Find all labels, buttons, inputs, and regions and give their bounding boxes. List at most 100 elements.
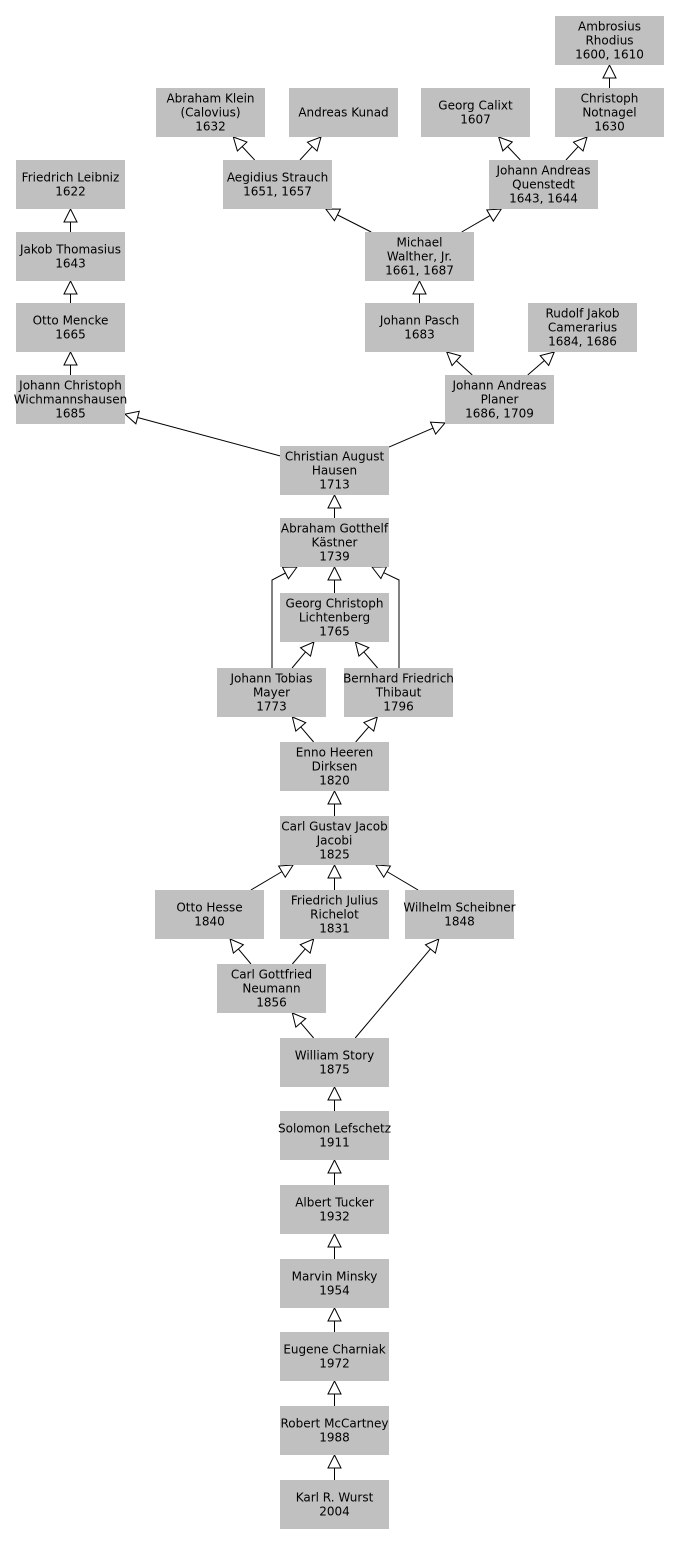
edge-mayer-to-kaestner — [271, 566, 298, 668]
node-box — [280, 890, 389, 939]
node-label-line: Wilhelm Scheibner — [403, 900, 515, 914]
node-label-line: Mayer — [253, 686, 290, 700]
arrowhead-icon — [232, 136, 248, 152]
arrowhead-icon — [277, 864, 295, 879]
node-box — [280, 1406, 389, 1455]
node-label-line: Johann Andreas — [496, 163, 591, 177]
node-box — [16, 375, 125, 424]
node-box — [289, 88, 398, 137]
node-label-line: 1651, 1657 — [243, 185, 312, 199]
node-label-line: Carl Gottfried — [231, 967, 312, 981]
arrowhead-icon — [63, 350, 78, 366]
node-label-line: Planer — [481, 393, 519, 407]
edges-layer — [63, 63, 617, 1480]
node-box — [405, 890, 514, 939]
arrowhead-icon — [123, 410, 140, 425]
node-label-line: Lichtenberg — [299, 611, 370, 625]
edge-notnagel-to-rhodius — [602, 63, 617, 88]
edge-hausen-to-wichmann — [123, 410, 281, 457]
edge-neumann-to-hesse — [229, 938, 252, 965]
edge-mencke-to-thomasius — [63, 279, 78, 303]
node-label-line: 1685 — [55, 407, 86, 421]
node-label-line: Christian August — [285, 449, 385, 463]
edge-kaestner-to-hausen — [327, 493, 342, 518]
node-box — [280, 518, 389, 567]
node-box — [280, 742, 389, 791]
node-label-line: Dirksen — [312, 760, 358, 774]
arrowhead-icon — [374, 864, 392, 879]
edge-mccartney-to-charniak — [327, 1379, 342, 1406]
node-label-line: Jakob Thomasius — [19, 242, 121, 256]
node-label-line: 1773 — [256, 700, 287, 714]
node-label-line: Abraham Klein — [166, 91, 254, 105]
node-box — [280, 1332, 389, 1381]
node-label-line: 1622 — [55, 185, 86, 199]
node-label-line: 1796 — [383, 700, 414, 714]
edge-strauch-to-klein — [232, 136, 256, 161]
node-label-line: Ambrosius — [578, 19, 641, 33]
arrowhead-icon — [572, 136, 588, 152]
arrowhead-icon — [327, 1379, 342, 1395]
node-label-line: 1954 — [319, 1284, 350, 1298]
edge-jacobi-to-dirksen — [327, 789, 342, 816]
node-label-line: 1831 — [319, 922, 350, 936]
arrowhead-icon — [539, 351, 556, 367]
node-box — [365, 303, 474, 352]
node-label-line: Richelot — [310, 908, 359, 922]
node-box — [280, 1038, 389, 1087]
node-label-line: Neumann — [242, 982, 300, 996]
node-label-line: Otto Mencke — [33, 313, 109, 327]
node-box — [223, 160, 332, 209]
arrowhead-icon — [327, 1232, 342, 1248]
node-box — [280, 1185, 389, 1234]
node-label-line: Friedrich Julius — [291, 893, 378, 907]
node-label-line: 1911 — [319, 1136, 350, 1150]
node-label-line: 1607 — [460, 113, 491, 127]
node-label-line: Christoph — [581, 91, 639, 105]
node-label-line: 2004 — [319, 1505, 350, 1519]
node-box — [217, 668, 326, 717]
arrowhead-icon — [324, 208, 342, 222]
edge-neumann-to-richelot — [291, 938, 315, 965]
node-label-line: 1600, 1610 — [575, 48, 644, 62]
node-label-line: 1856 — [256, 996, 287, 1010]
arrowhead-icon — [327, 789, 342, 805]
arrowhead-icon — [291, 1012, 307, 1029]
node-label-line: 1988 — [319, 1431, 350, 1445]
node-label-line: Albert Tucker — [295, 1195, 374, 1209]
node-label-line: 1739 — [319, 550, 350, 564]
node-box — [421, 88, 530, 137]
node-kunad: Andreas Kunad — [289, 88, 398, 137]
edge-thibaut-to-lichtenberg — [354, 641, 378, 669]
node-label-line: Bernhard Friedrich — [343, 671, 454, 685]
node-label-line: Johann Andreas — [452, 378, 547, 392]
node-label-line: Enno Heeren — [296, 745, 373, 759]
arrowhead-icon — [299, 938, 315, 955]
arrowhead-icon — [429, 421, 447, 436]
arrowhead-icon — [327, 493, 342, 509]
node-box — [280, 446, 389, 495]
node-label-line: Walther, Jr. — [387, 250, 452, 264]
edge-scheibner-to-jacobi — [374, 864, 419, 891]
arrowhead-icon — [63, 207, 78, 223]
arrowhead-icon — [327, 565, 342, 581]
